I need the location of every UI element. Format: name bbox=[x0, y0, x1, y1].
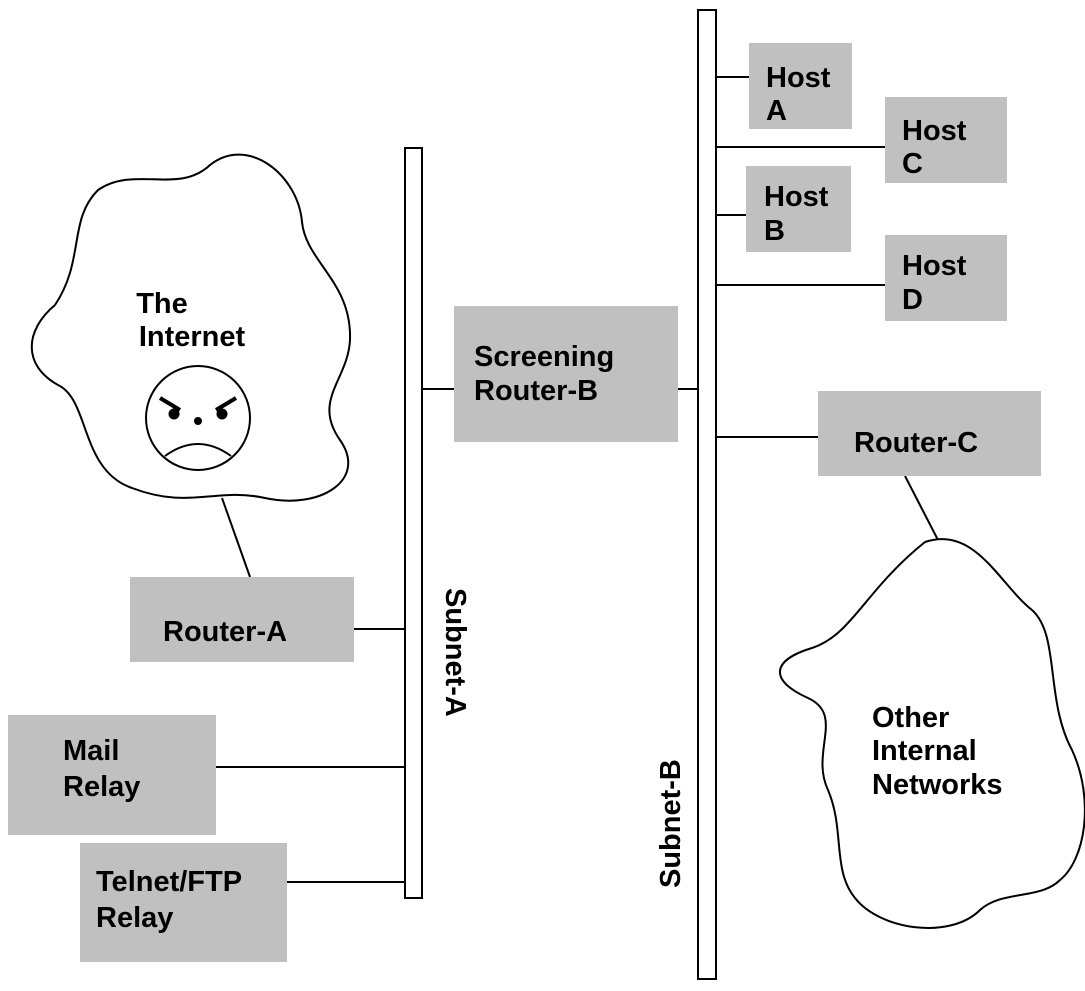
router-c-to-internal-networks-link bbox=[904, 475, 939, 541]
telnet-ftp-relay-label-line2: Relay bbox=[96, 902, 173, 934]
mail-relay-label-line1: Mail bbox=[63, 735, 119, 767]
internal-networks-cloud: Other Internal Networks bbox=[778, 538, 1085, 929]
host-a-label-line2: A bbox=[766, 95, 787, 127]
telnet-ftp-relay-box: Telnet/FTP Relay bbox=[80, 843, 287, 962]
host-b-label-line2: B bbox=[764, 215, 785, 247]
internal-networks-label-line2: Internal bbox=[872, 735, 977, 767]
mail-relay-label-line2: Relay bbox=[63, 771, 140, 803]
internet-label-line2: Internet bbox=[139, 321, 246, 353]
host-b-label-line1: Host bbox=[764, 181, 829, 213]
router-c-box: Router-C bbox=[818, 391, 1041, 476]
screening-router-b-label-line1: Screening bbox=[474, 341, 614, 373]
angry-face-icon bbox=[145, 365, 251, 471]
internet-to-router-a-link bbox=[221, 497, 251, 578]
router-a-box: Router-A bbox=[130, 577, 354, 662]
router-c-label: Router-C bbox=[854, 427, 978, 459]
screening-router-b-box: Screening Router-B bbox=[454, 306, 678, 442]
screening-router-b-label-line2: Router-B bbox=[474, 375, 598, 407]
mail-relay-box: Mail Relay bbox=[8, 715, 216, 835]
host-c-box: Host C bbox=[885, 97, 1007, 183]
host-c-label-line1: Host bbox=[902, 115, 967, 147]
host-c-label-line2: C bbox=[902, 148, 923, 180]
host-a-box: Host A bbox=[749, 43, 852, 129]
subnet-b-label: Subnet-B bbox=[655, 759, 687, 888]
subnet-a-label: Subnet-A bbox=[439, 588, 471, 717]
host-d-label-line2: D bbox=[902, 284, 923, 316]
internet-cloud-shape bbox=[30, 153, 352, 502]
subnet-a-bus bbox=[404, 147, 423, 899]
host-d-box: Host D bbox=[885, 235, 1007, 321]
internal-networks-label-line1: Other bbox=[872, 702, 949, 734]
host-a-label-line1: Host bbox=[766, 62, 831, 94]
internal-networks-cloud-shape bbox=[778, 538, 1085, 929]
host-b-box: Host B bbox=[746, 166, 851, 252]
internet-cloud: The Internet bbox=[30, 153, 352, 502]
internal-networks-label-line3: Networks bbox=[872, 769, 1003, 801]
subnet-b-bus bbox=[697, 9, 717, 980]
telnet-ftp-relay-label-line1: Telnet/FTP bbox=[96, 866, 242, 898]
internet-label-line1: The bbox=[136, 288, 188, 320]
connections bbox=[216, 76, 939, 883]
router-a-label: Router-A bbox=[163, 616, 287, 648]
host-d-label-line1: Host bbox=[902, 250, 967, 282]
